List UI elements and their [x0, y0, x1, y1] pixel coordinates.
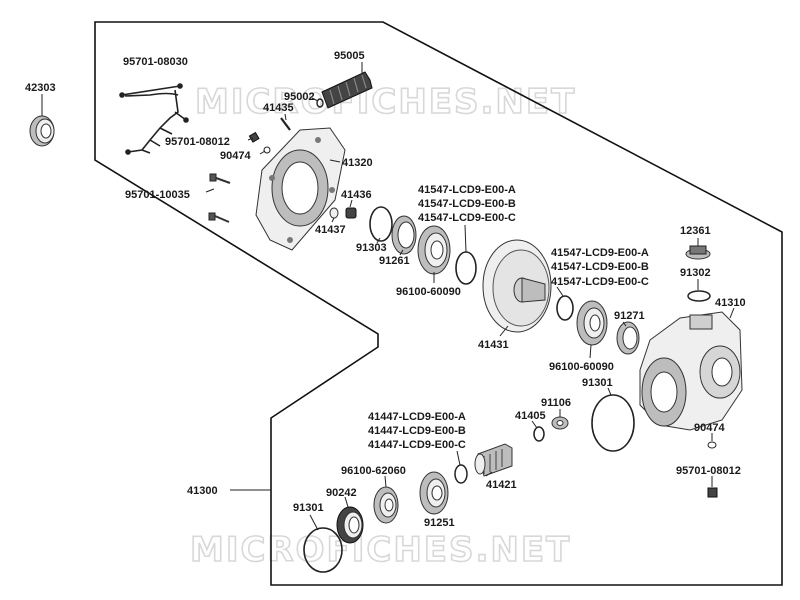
label-41447-c: 41447-LCD9-E00-C	[368, 439, 466, 451]
label-41547-a-mid: 41547-LCD9-E00-A	[551, 247, 649, 259]
assembly-boundary	[94, 21, 783, 586]
label-41447-b: 41447-LCD9-E00-B	[368, 425, 466, 437]
o-ring-91303[interactable]	[369, 206, 393, 242]
clamp-95002[interactable]	[316, 98, 324, 108]
bearing-91106[interactable]	[551, 416, 569, 430]
washer-90474-top[interactable]	[263, 146, 271, 154]
label-91251: 91251	[424, 517, 455, 529]
bearing-96100-60090-top[interactable]	[417, 225, 451, 275]
label-42303: 42303	[25, 82, 56, 94]
housing-41310[interactable]	[639, 311, 743, 431]
pin-41437[interactable]	[329, 207, 339, 219]
label-91271: 91271	[614, 310, 645, 322]
pinion-gear-41421[interactable]	[474, 443, 513, 477]
label-41547-c-mid: 41547-LCD9-E00-C	[551, 276, 649, 288]
bearing-91251[interactable]	[419, 471, 449, 515]
label-91301-left: 91301	[293, 502, 324, 514]
label-91302: 91302	[680, 267, 711, 279]
label-90474-bottom: 90474	[694, 422, 725, 434]
label-41547-c-top: 41547-LCD9-E00-C	[418, 212, 516, 224]
label-91301-right: 91301	[582, 377, 613, 389]
plug-12361[interactable]	[685, 245, 711, 260]
bearing-96100-62060[interactable]	[373, 486, 399, 524]
shim-41447[interactable]	[454, 464, 468, 484]
label-41421: 41421	[486, 479, 517, 491]
o-ring-91301-right[interactable]	[591, 394, 635, 452]
bolts-95701-10035[interactable]	[208, 173, 231, 223]
bolt-95701-08012-bottom[interactable]	[707, 487, 718, 498]
seal-91271[interactable]	[616, 321, 640, 355]
plug-41436[interactable]	[345, 207, 357, 219]
boot-95005[interactable]	[321, 71, 373, 109]
ring-gear-41431[interactable]	[482, 239, 552, 333]
label-41320: 41320	[342, 157, 373, 169]
label-95005: 95005	[334, 50, 365, 62]
washer-90474-bottom[interactable]	[707, 441, 717, 449]
label-91261: 91261	[379, 255, 410, 267]
label-41437: 41437	[315, 224, 346, 236]
part-labels: 42303 95701-08030 95005 95002 41435 9570…	[25, 50, 746, 529]
seal-91261[interactable]	[391, 215, 417, 255]
o-ring-91301-left[interactable]	[303, 527, 343, 573]
circlip-41405[interactable]	[533, 426, 545, 442]
label-95002: 95002	[284, 91, 315, 103]
watermark-bottom: MICROFICHES.NET	[190, 530, 571, 570]
label-91303: 91303	[356, 242, 387, 254]
label-96100-62060: 96100-62060	[341, 465, 406, 477]
leader-lines	[41, 62, 735, 531]
label-41435: 41435	[263, 102, 294, 114]
label-90474-top: 90474	[220, 150, 251, 162]
label-41300: 41300	[187, 485, 218, 497]
o-ring-91302[interactable]	[687, 290, 711, 302]
label-96100-60090-mid: 96100-60090	[549, 361, 614, 373]
label-91106: 91106	[541, 397, 571, 409]
seal-90242[interactable]	[336, 506, 364, 544]
label-95701-08012-bottom: 95701-08012	[676, 465, 741, 477]
wiring-harness-95701-08030[interactable]	[119, 83, 189, 155]
label-95701-08030: 95701-08030	[123, 56, 188, 68]
label-41547-b-top: 41547-LCD9-E00-B	[418, 198, 516, 210]
shim-41547-mid[interactable]	[556, 295, 574, 321]
label-12361: 12361	[680, 225, 711, 237]
watermark-top: MICROFICHES.NET	[195, 82, 576, 122]
label-90242: 90242	[326, 487, 357, 499]
label-41431: 41431	[478, 339, 509, 351]
shim-41547-top[interactable]	[455, 251, 477, 285]
cover-41320[interactable]	[255, 127, 346, 251]
label-41447-a: 41447-LCD9-E00-A	[368, 411, 466, 423]
label-41436: 41436	[341, 189, 372, 201]
label-41547-a-top: 41547-LCD9-E00-A	[418, 184, 516, 196]
label-41405: 41405	[515, 410, 546, 422]
label-41310: 41310	[715, 297, 746, 309]
bearing-96100-60090-mid[interactable]	[576, 300, 608, 346]
label-95701-08012-top: 95701-08012	[165, 136, 230, 148]
label-41547-b-mid: 41547-LCD9-E00-B	[551, 261, 649, 273]
label-95701-10035: 95701-10035	[125, 189, 190, 201]
pin-41435[interactable]	[280, 117, 291, 131]
bolt-95701-08012-top[interactable]	[248, 131, 260, 143]
seal-42303[interactable]	[29, 115, 55, 147]
label-96100-60090-top: 96100-60090	[396, 286, 461, 298]
